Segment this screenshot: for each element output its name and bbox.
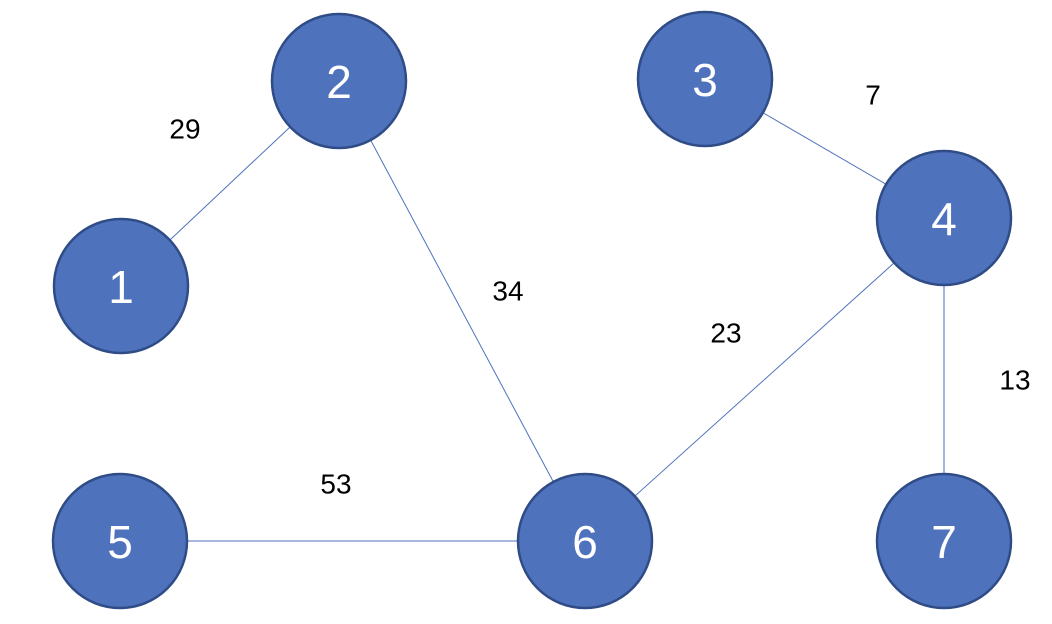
- edge-2-6: [338, 80, 586, 542]
- node-label-1: 1: [108, 261, 134, 313]
- node-6: 6: [516, 472, 654, 610]
- edges-layer: [120, 78, 945, 542]
- node-circle-5: [51, 472, 189, 610]
- node-circle-3: [636, 10, 774, 148]
- node-3: 3: [636, 10, 774, 148]
- node-label-2: 2: [326, 56, 352, 108]
- node-label-3: 3: [692, 54, 718, 106]
- edge-weight-label-5-6: 53: [320, 469, 351, 500]
- node-2: 2: [270, 12, 408, 150]
- node-label-6: 6: [572, 516, 598, 568]
- edge-weight-label-3-4: 7: [865, 80, 881, 111]
- edge-weight-label-4-6: 23: [710, 318, 741, 349]
- weights-layer: 29 34 7 23 13 53: [169, 80, 1030, 500]
- node-circle-1: [52, 217, 190, 355]
- edge-4-6: [584, 217, 945, 542]
- node-7: 7: [875, 472, 1013, 610]
- node-circle-2: [270, 12, 408, 150]
- edge-weight-label-2-6: 34: [492, 276, 523, 307]
- node-1: 1: [52, 217, 190, 355]
- node-label-7: 7: [931, 516, 957, 568]
- node-5: 5: [51, 472, 189, 610]
- node-4: 4: [875, 149, 1013, 287]
- node-circle-4: [875, 149, 1013, 287]
- edge-weight-label-4-7: 13: [999, 365, 1030, 396]
- node-label-5: 5: [107, 516, 133, 568]
- node-circle-6: [516, 472, 654, 610]
- node-circle-7: [875, 472, 1013, 610]
- edge-weight-label-1-2: 29: [169, 114, 200, 145]
- node-label-4: 4: [931, 193, 957, 245]
